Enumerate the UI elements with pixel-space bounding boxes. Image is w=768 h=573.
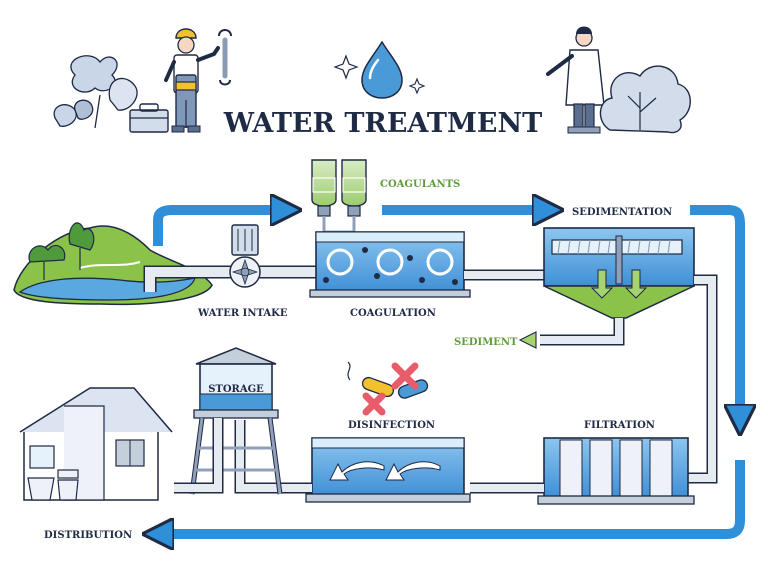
disinfection-tank: [305, 437, 471, 503]
pipe-disinfection-to-storage: [234, 420, 312, 494]
label-storage: STORAGE: [208, 384, 264, 395]
page-title: WATER TREATMENT: [223, 108, 543, 139]
storage-tower: [174, 347, 283, 495]
scientist-figure: [546, 26, 605, 134]
river-landscape: [13, 222, 213, 306]
wrench-icon: [218, 29, 232, 86]
flow-arrow-to-coagulation: [153, 210, 286, 246]
sediment-outlet-pipe: [518, 318, 625, 349]
label-disinfection: DISINFECTION: [348, 420, 435, 431]
intake-pipe: [143, 265, 318, 292]
label-coagulants: COAGULANTS: [380, 179, 460, 190]
flow-arrow-to-filtration: [690, 205, 740, 420]
label-filtration: FILTRATION: [584, 420, 655, 431]
label-sedimentation: SEDIMENTATION: [572, 207, 672, 218]
bacteria-icon: [347, 361, 429, 416]
pipe-sedimentation-to-filtration: [680, 274, 718, 484]
house-icon: [19, 387, 173, 501]
sedimentation-tank: [543, 227, 695, 319]
label-distribution: DISTRIBUTION: [44, 530, 132, 541]
flow-arrow-to-distribution: [158, 460, 745, 534]
label-water-intake: WATER INTAKE: [197, 308, 288, 319]
bush-right-decoration: [599, 65, 691, 134]
label-sediment: SEDIMENT: [454, 337, 518, 348]
toolbox-icon: [129, 103, 169, 133]
worker-figure: [164, 28, 220, 133]
intake-pump-icon: [229, 224, 261, 288]
label-coagulation: COAGULATION: [350, 308, 436, 319]
filtration-tank: [537, 437, 695, 505]
coagulation-tank: [309, 231, 471, 298]
plant-left-decoration: [53, 55, 138, 129]
water-drop-icon: [333, 40, 426, 99]
